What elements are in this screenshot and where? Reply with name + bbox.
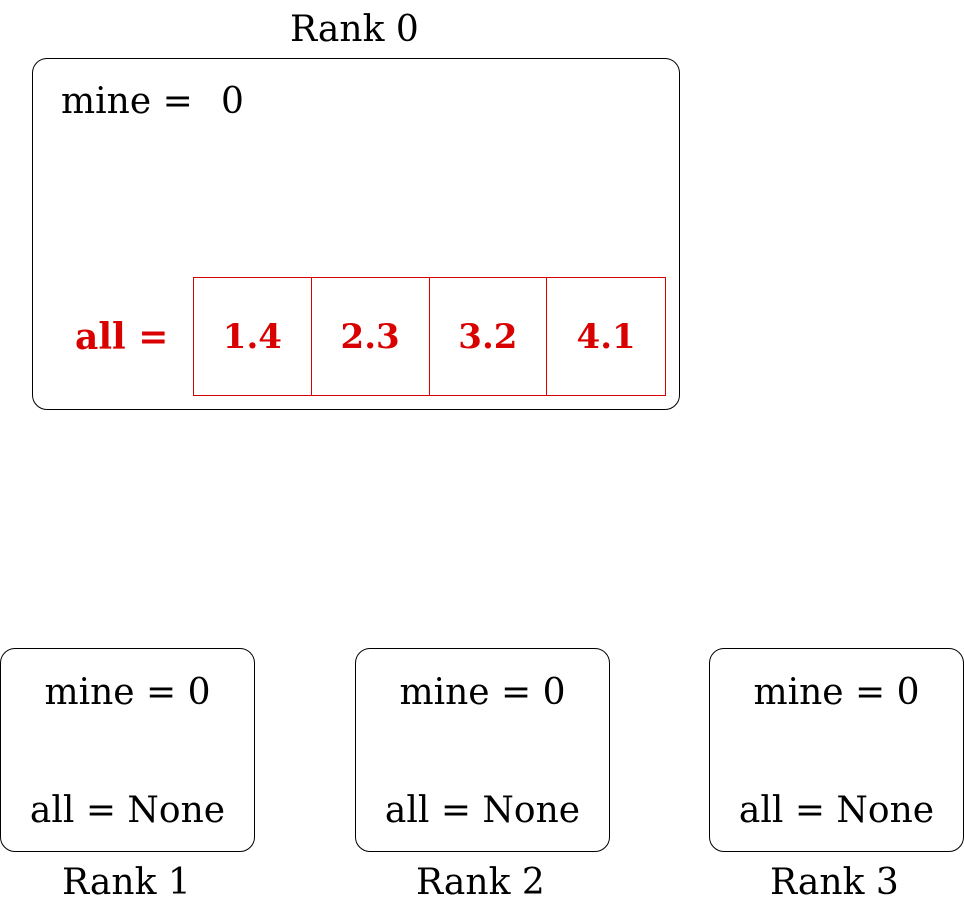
rank0-box: mine = 0 all = 1.4 2.3 3.2 4.1 — [32, 58, 680, 410]
rank3-box: mine = 0 all = None — [709, 648, 964, 852]
rank2-title: Rank 2 — [416, 862, 545, 903]
rank0-mine-value: 0 — [221, 81, 244, 122]
rank1-mine: mine = 0 — [44, 672, 211, 713]
rank0-mine-label: mine = — [61, 81, 193, 122]
rank3-mine: mine = 0 — [753, 672, 920, 713]
rank0-all-array: 1.4 2.3 3.2 4.1 — [193, 277, 666, 396]
rank2-all: all = None — [384, 790, 581, 831]
rank1-all: all = None — [29, 790, 226, 831]
array-cell: 2.3 — [312, 278, 430, 395]
rank1-title: Rank 1 — [62, 862, 191, 903]
rank3-title: Rank 3 — [770, 862, 899, 903]
array-cell: 3.2 — [430, 278, 548, 395]
rank0-title: Rank 0 — [290, 9, 419, 50]
rank1-box: mine = 0 all = None — [0, 648, 255, 852]
rank2-box: mine = 0 all = None — [355, 648, 610, 852]
rank3-all: all = None — [738, 790, 935, 831]
array-cell: 4.1 — [576, 316, 636, 357]
rank2-mine: mine = 0 — [399, 672, 566, 713]
array-cell: 1.4 — [194, 278, 312, 395]
rank0-all-label: all = — [75, 316, 169, 358]
